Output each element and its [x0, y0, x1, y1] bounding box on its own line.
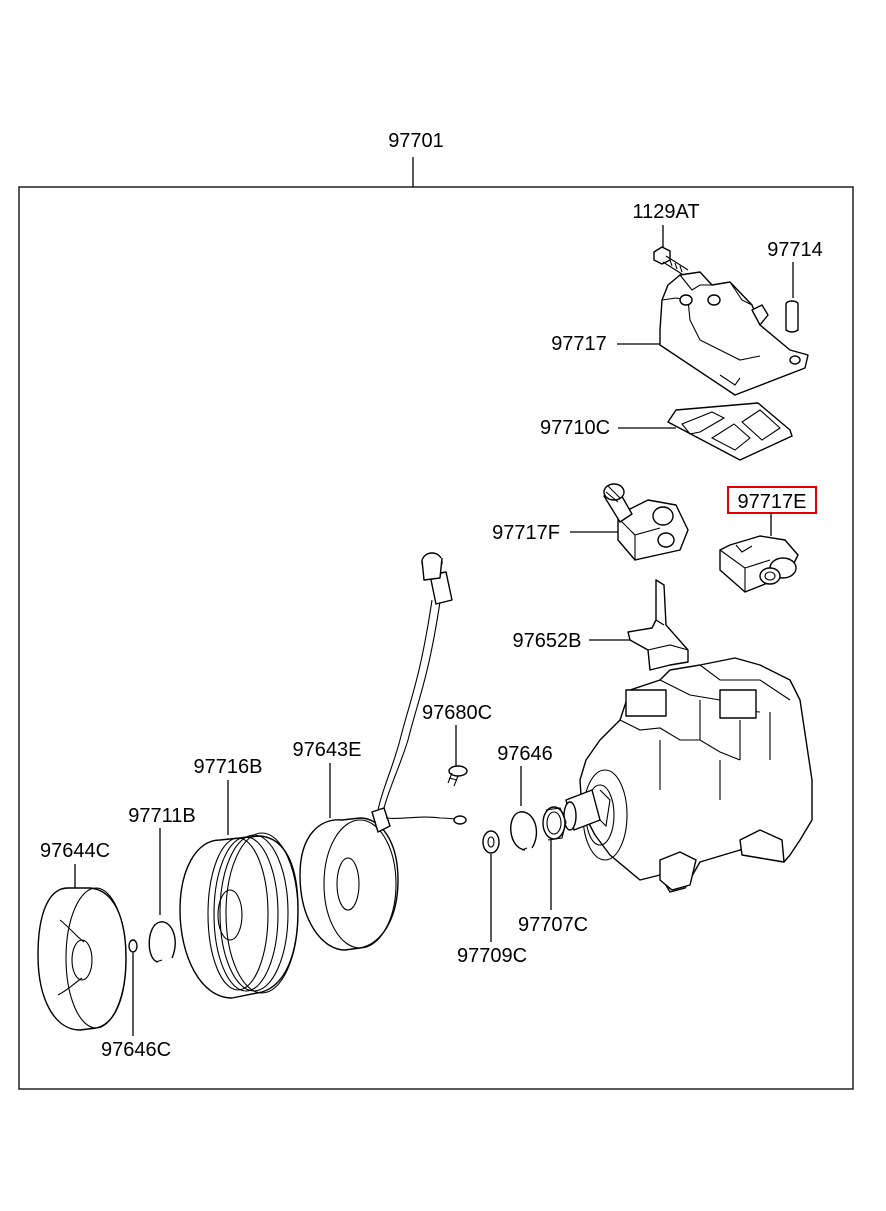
shim-97709C: [482, 830, 500, 854]
pulley-97643E: [179, 832, 299, 999]
valve-97717E: [719, 535, 799, 593]
part-label-97646[interactable]: 97643E: [293, 739, 362, 761]
valve-97717F: [603, 483, 689, 561]
screw-97680C: [447, 765, 468, 787]
part-label-97680C[interactable]: 97680C: [422, 702, 492, 724]
part-label-97717[interactable]: 97717: [551, 333, 607, 355]
bracket-97652B: [627, 579, 689, 671]
field-coil-97646: [299, 552, 467, 951]
highlight-box-97717E: [727, 486, 817, 514]
snap-ring-97711B: [148, 921, 176, 963]
gasket-97710C: [667, 402, 793, 461]
part-label-97717E[interactable]: 97717E: [738, 491, 807, 513]
assembly-frame: [18, 186, 854, 1090]
rear-head-97717: [659, 271, 809, 396]
shim-97646C: [128, 939, 138, 953]
part-label-97707C[interactable]: 97707C: [518, 914, 588, 936]
part-label-97709C[interactable]: 97709C: [457, 945, 527, 967]
part-label-97646C[interactable]: 97646C: [101, 1039, 171, 1061]
part-label-97652B[interactable]: 97652B: [513, 630, 582, 652]
part-label-97711B[interactable]: 97711B: [128, 805, 195, 827]
assembly-label: 97701: [388, 130, 444, 152]
part-label-97716B[interactable]: 97646: [497, 743, 553, 765]
part-label-97644C[interactable]: 97644C: [40, 840, 110, 862]
compressor-body: [563, 657, 813, 893]
part-label-97710C[interactable]: 97710C: [540, 417, 610, 439]
nut-97707C: [542, 806, 567, 841]
part-label-97717F[interactable]: 97717F: [492, 522, 560, 544]
part-label-1129AT[interactable]: 1129AT: [632, 201, 699, 223]
bolt-1129AT: [653, 246, 689, 277]
clutch-plate-97644C: [37, 887, 127, 1031]
part-label-97643E[interactable]: 97716B: [194, 756, 263, 778]
pin-97714: [785, 300, 799, 333]
part-label-97714[interactable]: 97714: [767, 239, 823, 261]
snap-ring-97716B: [510, 811, 538, 851]
